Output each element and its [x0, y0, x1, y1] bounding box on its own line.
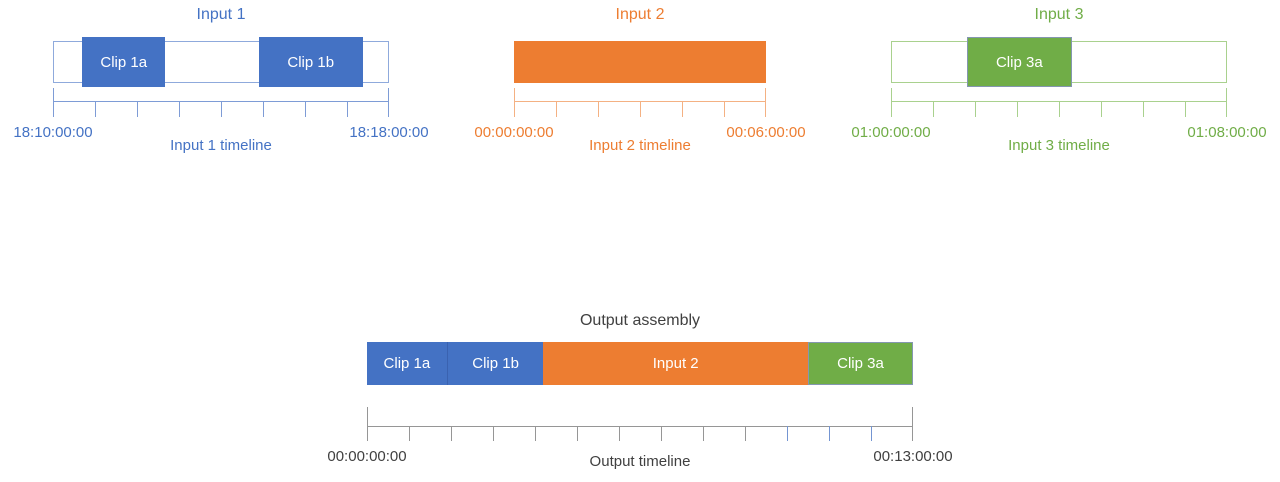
clip-label: Clip 1b: [472, 355, 519, 372]
ruler-tick: [1101, 101, 1102, 117]
ruler-tick: [305, 101, 306, 117]
clip-segment: Clip 3a: [808, 342, 913, 385]
input2-panel: Input 2 00:00:00:00 00:06:00:00 Input 2 …: [474, 0, 805, 160]
ruler-tick: [724, 101, 725, 117]
ruler-tick: [829, 426, 830, 441]
ruler-tick: [975, 101, 976, 117]
ruler-tick: [682, 101, 683, 117]
ruler-tick: [1143, 101, 1144, 117]
input2-timeline-label: Input 2 timeline: [589, 137, 691, 154]
input2-start-timecode: 00:00:00:00: [474, 124, 554, 141]
ruler-tick: [871, 426, 872, 441]
input3-ruler: [891, 88, 1227, 117]
input3-timeline-label: Input 3 timeline: [1008, 137, 1110, 154]
input1-timeline-label: Input 1 timeline: [170, 137, 272, 154]
clip-label: Clip 1a: [383, 355, 431, 372]
ruler-tick: [367, 407, 368, 441]
ruler-tick: [765, 88, 766, 117]
ruler-tick: [451, 426, 452, 441]
input1-panel: Input 1 Clip 1a Clip 1b 18:10:00:00 18:18…: [13, 0, 428, 160]
ruler-tick: [598, 101, 599, 117]
input3-title: Input 3: [1034, 6, 1084, 23]
clip-segment: Clip 1a: [81, 37, 166, 87]
ruler-tick: [263, 101, 264, 117]
output-title: Output assembly: [579, 312, 701, 329]
clip-label: Clip 1a: [100, 53, 148, 71]
clip-segment: Clip 1b: [258, 37, 363, 87]
clip-segment: Clip 1b: [446, 342, 544, 385]
ruler-tick: [787, 426, 788, 441]
ruler-line: [367, 426, 913, 427]
ruler-tick: [388, 88, 389, 117]
input2-ruler: [514, 88, 766, 117]
input2-title: Input 2: [615, 6, 665, 23]
ruler-tick: [53, 88, 54, 117]
clip-segment: Clip 1a: [367, 342, 447, 385]
output-ruler: [367, 407, 913, 441]
ruler-tick: [221, 101, 222, 117]
input2-media-bar: [514, 41, 766, 83]
output-start-timecode: 00:00:00:00: [327, 448, 407, 465]
ruler-tick: [933, 101, 934, 117]
clip-label: Clip 3a: [837, 355, 884, 372]
ruler-tick: [619, 426, 620, 441]
output-timeline-label: Output timeline: [589, 453, 691, 470]
ruler-tick: [493, 426, 494, 441]
ruler-tick: [1017, 101, 1018, 117]
input1-ruler: [53, 88, 389, 117]
ruler-tick: [95, 101, 96, 117]
ruler-tick: [912, 407, 913, 441]
ruler-tick: [556, 101, 557, 117]
clip-segment: Input 2: [543, 342, 808, 385]
ruler-tick: [661, 426, 662, 441]
ruler-tick: [1185, 101, 1186, 117]
ruler-tick: [137, 101, 138, 117]
clip-label: Clip 1b: [287, 53, 335, 71]
output-end-timecode: 00:13:00:00: [873, 448, 953, 465]
clip-segment: Clip 3a: [967, 37, 1072, 87]
ruler-tick: [1059, 101, 1060, 117]
ruler-tick: [703, 426, 704, 441]
clip-label: Input 2: [652, 355, 699, 372]
input1-title: Input 1: [196, 6, 246, 23]
ruler-tick: [1226, 88, 1227, 117]
ruler-tick: [409, 426, 410, 441]
input3-panel: Input 3 Clip 3a 01:00:00:00 01:08:00:00 …: [851, 0, 1266, 160]
output-assembly-bar: Clip 1a Clip 1b Input 2 Clip 3a: [367, 342, 913, 385]
input1-end-timecode: 18:18:00:00: [349, 124, 429, 141]
ruler-tick: [535, 426, 536, 441]
input3-start-timecode: 01:00:00:00: [851, 124, 931, 141]
input2-end-timecode: 00:06:00:00: [726, 124, 806, 141]
ruler-tick: [640, 101, 641, 117]
input3-media-bar: Clip 3a: [891, 37, 1227, 87]
ruler-tick: [891, 88, 892, 117]
ruler-tick: [745, 426, 746, 441]
input1-start-timecode: 18:10:00:00: [13, 124, 93, 141]
ruler-tick: [179, 101, 180, 117]
input1-media-bar: Clip 1a Clip 1b: [53, 37, 389, 87]
clip-label: Clip 3a: [995, 53, 1043, 71]
input3-end-timecode: 01:08:00:00: [1187, 124, 1267, 141]
ruler-tick: [514, 88, 515, 117]
ruler-tick: [347, 101, 348, 117]
ruler-tick: [577, 426, 578, 441]
